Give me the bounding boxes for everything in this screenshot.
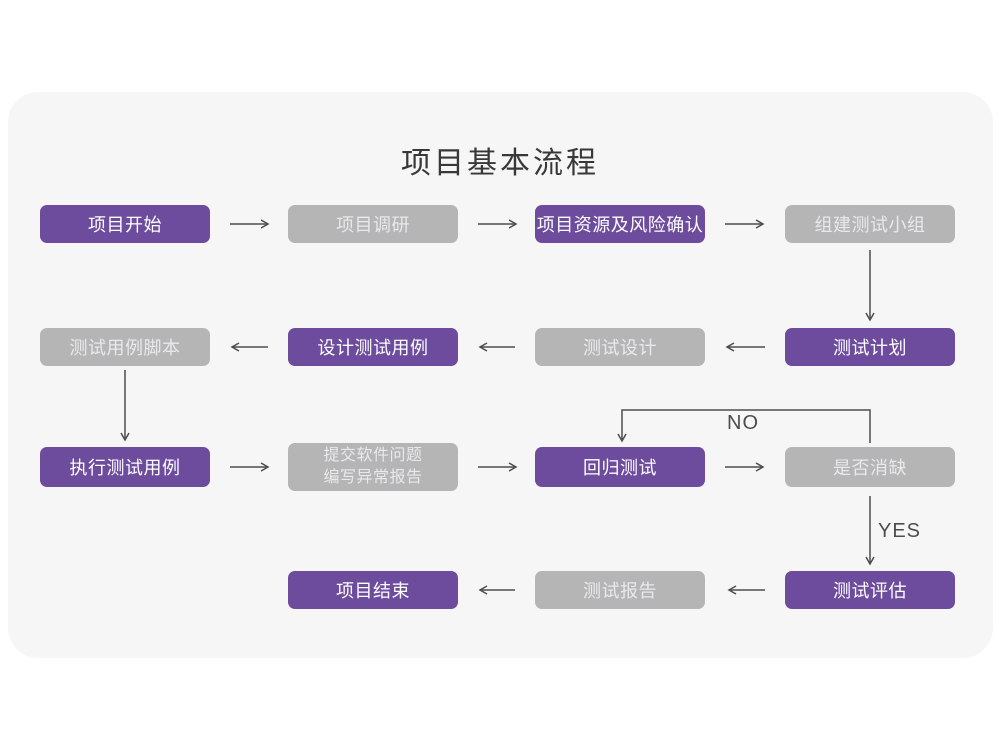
flowchart-card: [8, 92, 993, 658]
node-defect-check: 是否消缺: [785, 447, 955, 487]
node-test-design: 测试设计: [535, 328, 705, 366]
node-case-design: 设计测试用例: [288, 328, 458, 366]
branch-label-yes: YES: [878, 520, 922, 542]
node-regression: 回归测试: [535, 447, 705, 487]
node-submit-report: 提交软件问题 编写异常报告: [288, 443, 458, 491]
node-risk-confirm: 项目资源及风险确认: [535, 205, 705, 243]
node-project-research: 项目调研: [288, 205, 458, 243]
node-evaluation: 测试评估: [785, 571, 955, 609]
node-project-start: 项目开始: [40, 205, 210, 243]
node-team-setup: 组建测试小组: [785, 205, 955, 243]
node-execute-case: 执行测试用例: [40, 447, 210, 487]
node-test-plan: 测试计划: [785, 328, 955, 366]
node-test-report: 测试报告: [535, 571, 705, 609]
branch-label-no: NO: [727, 412, 759, 434]
diagram-title: 项目基本流程: [401, 147, 599, 180]
node-case-script: 测试用例脚本: [40, 328, 210, 366]
node-project-end: 项目结束: [288, 571, 458, 609]
